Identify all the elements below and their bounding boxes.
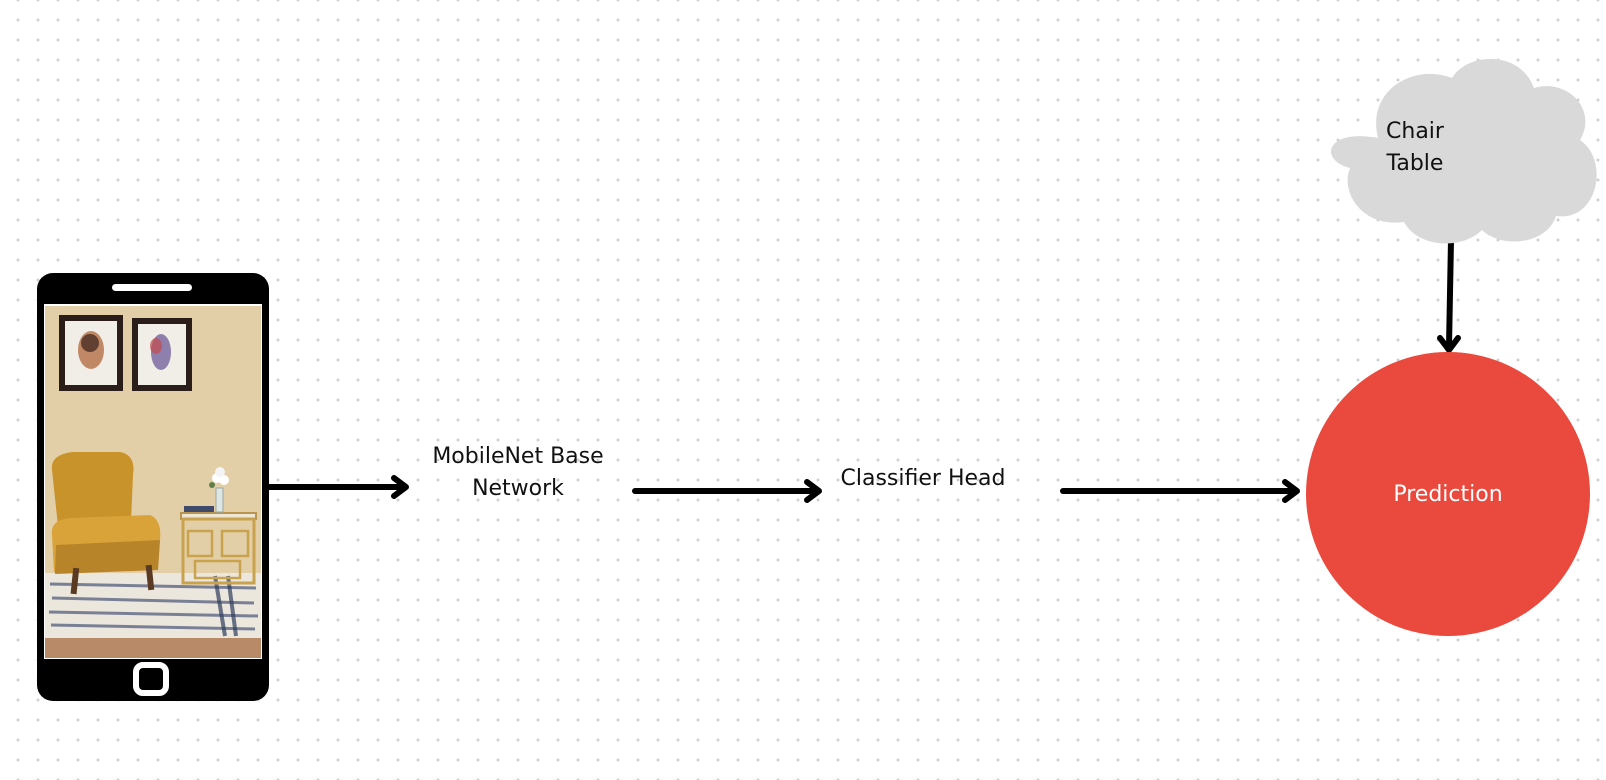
phone-home-button — [133, 662, 169, 696]
arrow-classifier-to-prediction — [1060, 479, 1300, 503]
arrow-classes-to-prediction — [1437, 237, 1461, 353]
mobilenet-base-network-label: MobileNet Base Network — [418, 441, 618, 505]
mobilenet-label-line1: MobileNet Base — [432, 444, 604, 469]
phone-speaker — [112, 284, 192, 291]
classifier-head-label: Classifier Head — [840, 466, 1006, 491]
flower-vase — [209, 467, 229, 513]
arrow-mobilenet-to-classifier — [632, 479, 822, 503]
class-label-chair: Chair — [1386, 119, 1444, 144]
side-table — [180, 506, 257, 585]
mobilenet-label-line2: Network — [472, 476, 564, 501]
arrow-phone-to-mobilenet — [266, 475, 409, 499]
prediction-node: Prediction — [1306, 352, 1590, 636]
classes-cloud-text: Chair Table — [1345, 116, 1485, 180]
prediction-label: Prediction — [1393, 481, 1503, 507]
phone-screen-photo — [44, 304, 262, 659]
classes-cloud — [1331, 58, 1597, 244]
class-label-table: Table — [1386, 151, 1444, 176]
armchair — [51, 452, 161, 595]
